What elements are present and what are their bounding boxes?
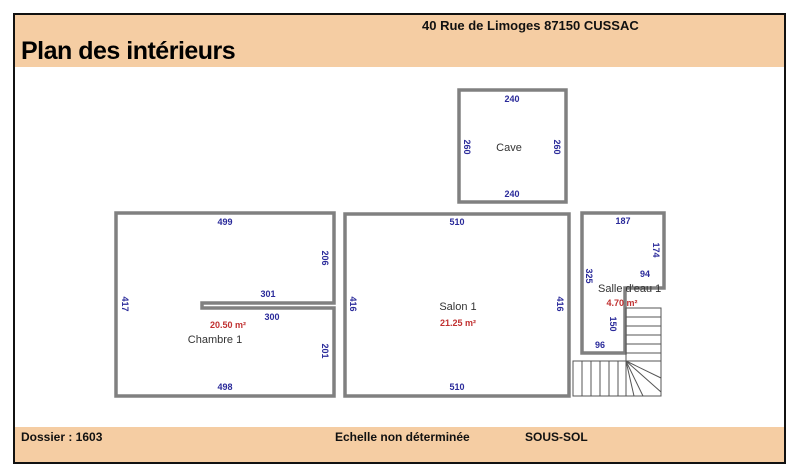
salon-dim-bottom: 510 — [449, 382, 464, 392]
dossier-number: Dossier : 1603 — [21, 430, 103, 444]
staircase — [572, 307, 662, 397]
salle-eau-walls — [580, 211, 666, 355]
salon-label: Salon 1 — [439, 301, 476, 313]
salle-eau-dim-right: 174 — [651, 242, 661, 257]
header: 40 Rue de Limoges 87150 CUSSAC Plan des … — [15, 15, 784, 67]
salon-dim-right: 416 — [555, 296, 565, 311]
floor-level: SOUS-SOL — [525, 430, 588, 444]
address: 40 Rue de Limoges 87150 CUSSAC — [422, 18, 639, 33]
salle-eau-dim-top: 187 — [615, 216, 630, 226]
chambre-dim-bottom: 498 — [217, 382, 232, 392]
chambre-dim-top: 499 — [217, 217, 232, 227]
chambre-dim-right-lower: 201 — [320, 343, 330, 358]
chambre-dim-wall-top: 301 — [260, 289, 275, 299]
chambre-dim-right-upper: 206 — [320, 250, 330, 265]
salon-walls — [343, 212, 571, 398]
salon-dim-left: 416 — [348, 296, 358, 311]
scale-note: Echelle non déterminée — [335, 430, 470, 444]
salle-eau-label: Salle d'eau 1 — [598, 283, 661, 295]
chambre-label: Chambre 1 — [188, 334, 242, 346]
salle-eau-dim-inner: 150 — [608, 316, 618, 331]
cave-label: Cave — [496, 142, 522, 154]
cave-dim-bottom: 240 — [504, 189, 519, 199]
chambre-walls — [114, 211, 336, 398]
plan-frame: 40 Rue de Limoges 87150 CUSSAC Plan des … — [13, 13, 786, 464]
chambre-area: 20.50 m² — [210, 320, 246, 330]
chambre-dim-wall-bottom: 300 — [264, 312, 279, 322]
chambre-dim-left: 417 — [120, 296, 130, 311]
cave-dim-right: 260 — [552, 139, 562, 154]
salon-area: 21.25 m² — [440, 318, 476, 328]
salle-eau-area: 4.70 m² — [606, 298, 637, 308]
page-title: Plan des intérieurs — [21, 37, 236, 65]
salle-eau-dim-bottom: 96 — [595, 340, 605, 350]
cave-dim-left: 260 — [462, 139, 472, 154]
salon-dim-top: 510 — [449, 217, 464, 227]
cave-dim-top: 240 — [504, 94, 519, 104]
salle-eau-dim-left: 325 — [584, 268, 594, 283]
footer: Dossier : 1603 Echelle non déterminée SO… — [15, 427, 784, 462]
cave-walls — [457, 88, 568, 204]
salle-eau-dim-step: 94 — [640, 269, 650, 279]
